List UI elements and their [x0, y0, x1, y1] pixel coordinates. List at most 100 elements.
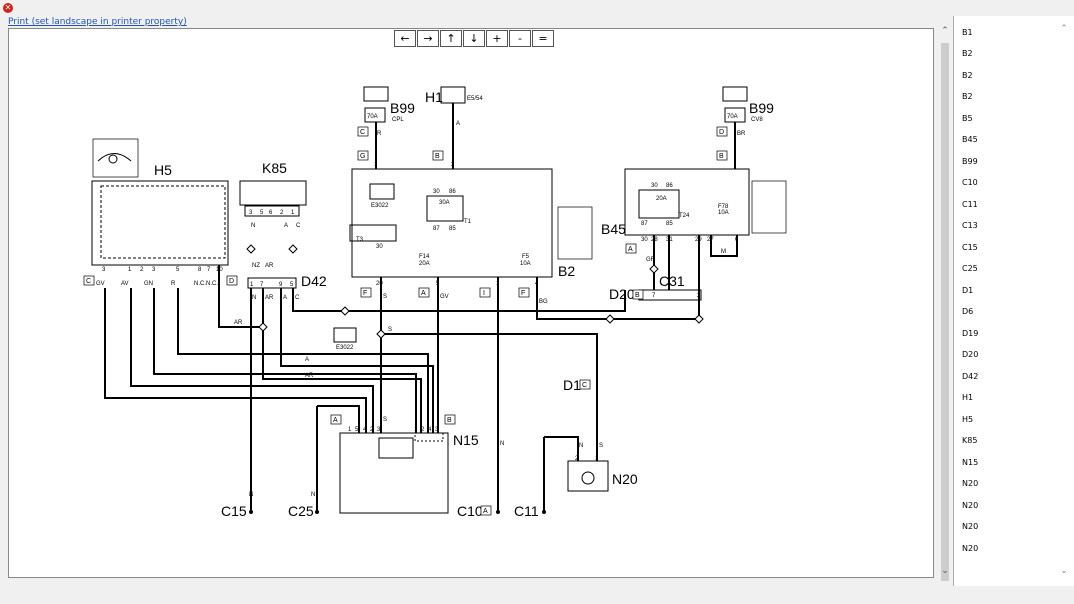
wire-ar-d42: AR: [265, 295, 274, 301]
label-c31: C31: [659, 273, 685, 289]
svg-text:A: A: [628, 246, 633, 253]
label-fuse-70a-right: 70A: [727, 114, 738, 120]
label-n20: N20: [612, 471, 638, 487]
reset-zoom-button[interactable]: =: [532, 30, 554, 47]
pan-down-button[interactable]: ↓: [463, 30, 485, 47]
svg-text:F: F: [363, 290, 367, 297]
pan-up-button[interactable]: ↑: [440, 30, 462, 47]
wire-c-k85: C: [296, 223, 301, 229]
conn-d-h5: D: [226, 275, 238, 286]
list-item[interactable]: H5: [962, 415, 974, 424]
pin-d20-2: 2: [697, 293, 701, 299]
pan-right-button[interactable]: →: [417, 30, 439, 47]
pin-t24-85: 85: [666, 221, 673, 227]
list-item[interactable]: B45: [962, 135, 978, 144]
wire-n-c25: N: [311, 492, 315, 498]
conn-a-b2: A: [418, 287, 430, 298]
list-item[interactable]: D20: [962, 350, 979, 359]
pin-k85-2: 2: [280, 210, 284, 216]
wiring-diagram: H5 K85 B99 H1 B99 B2 B45 D42 D20 C31 D1 …: [83, 86, 787, 519]
label-f78-amp: 10A: [718, 210, 729, 216]
pin-n15-2: 2: [370, 427, 374, 433]
pin-n15-3: 3: [377, 427, 381, 433]
list-item[interactable]: B2: [962, 92, 973, 101]
close-icon[interactable]: ✕: [3, 3, 13, 13]
zoom-out-button[interactable]: -: [509, 30, 531, 47]
wire-nz: NZ: [252, 263, 260, 269]
list-item[interactable]: D42: [962, 372, 979, 381]
pin-b2-1: 1: [374, 162, 378, 168]
wire-ar-mid: AR: [234, 320, 243, 326]
label-c10: C10: [457, 503, 483, 519]
wire-a-mid: A: [305, 357, 309, 363]
list-item[interactable]: C25: [962, 264, 978, 273]
svg-text:F: F: [521, 290, 525, 297]
wire-gn: GN: [144, 281, 153, 287]
wire-s-n20: S: [599, 443, 603, 449]
label-t1: T1: [464, 219, 472, 225]
svg-text:B: B: [447, 417, 452, 424]
pin-n15-5: 5: [355, 427, 359, 433]
svg-text:C: C: [86, 278, 91, 285]
list-item[interactable]: B2: [962, 71, 973, 80]
pin-b45-6: 6: [735, 237, 739, 243]
pin-b45-29: 29: [695, 237, 702, 243]
b45-box: [624, 168, 750, 236]
pin-t1-86: 86: [449, 189, 456, 195]
wire-gr: GR: [646, 257, 656, 263]
pin-h5-5: 5: [176, 267, 180, 273]
label-f5-amp: 10A: [520, 261, 531, 267]
list-item[interactable]: C13: [962, 221, 978, 230]
list-item[interactable]: N20: [962, 522, 979, 531]
list-item[interactable]: B2: [962, 49, 973, 58]
conn-a-n15: A: [330, 414, 342, 425]
diagram-scrollbar[interactable]: ⌃ ⌄: [938, 19, 952, 581]
list-item[interactable]: N20: [962, 479, 979, 488]
wire-s-mid: S: [388, 327, 392, 333]
list-scroll-down-icon[interactable]: ⌄: [1060, 566, 1068, 576]
label-k85: K85: [262, 160, 287, 176]
list-scroll-up-icon[interactable]: ⌃: [1060, 24, 1068, 34]
list-item[interactable]: B5: [962, 114, 973, 123]
list-item[interactable]: C15: [962, 243, 978, 252]
list-item[interactable]: N20: [962, 501, 979, 510]
zoom-in-button[interactable]: +: [486, 30, 508, 47]
list-item[interactable]: H1: [962, 393, 974, 402]
h5-box: [91, 180, 229, 266]
list-item[interactable]: D6: [962, 307, 974, 316]
list-item[interactable]: N15: [962, 458, 979, 467]
conn-c-d1: C: [579, 379, 591, 390]
pin-k85-6: 6: [269, 210, 273, 216]
list-item[interactable]: C10: [962, 178, 978, 187]
label-b45: B45: [601, 221, 626, 237]
pin-d20-7: 7: [652, 293, 656, 299]
label-f78: F78: [718, 204, 729, 210]
print-link[interactable]: Print (set landscape in printer property…: [8, 17, 187, 27]
pin-n15-1: 1: [348, 427, 352, 433]
wire-n-n20: N: [579, 443, 583, 449]
list-item[interactable]: N20: [962, 544, 979, 553]
conn-a-c10: A: [480, 505, 492, 516]
svg-text:B: B: [635, 292, 640, 299]
label-b99-left: B99: [390, 100, 415, 116]
list-item[interactable]: B1: [962, 28, 973, 37]
conn-b-d20: B: [632, 289, 644, 300]
pin-n15-3b: 3: [435, 427, 439, 433]
scrollbar-thumb[interactable]: [941, 43, 949, 581]
list-item[interactable]: D1: [962, 286, 974, 295]
svg-text:I: I: [483, 290, 485, 297]
list-item[interactable]: C11: [962, 200, 978, 209]
wire-n-k85: N: [251, 223, 255, 229]
wire-gv-h5: GV: [96, 281, 105, 287]
scroll-up-icon[interactable]: ⌃: [941, 26, 949, 36]
list-item[interactable]: D19: [962, 329, 979, 338]
pan-left-button[interactable]: ←: [394, 30, 416, 47]
wire-n-c15: N: [249, 492, 253, 498]
label-e3022-mid: E3022: [336, 345, 354, 351]
svg-text:B: B: [435, 153, 440, 160]
scroll-down-icon[interactable]: ⌄: [941, 566, 949, 576]
list-item[interactable]: K85: [962, 436, 978, 445]
pin-n15-2b: 2: [421, 427, 425, 433]
pin-n20-2: 2: [575, 456, 579, 462]
list-item[interactable]: B99: [962, 157, 978, 166]
